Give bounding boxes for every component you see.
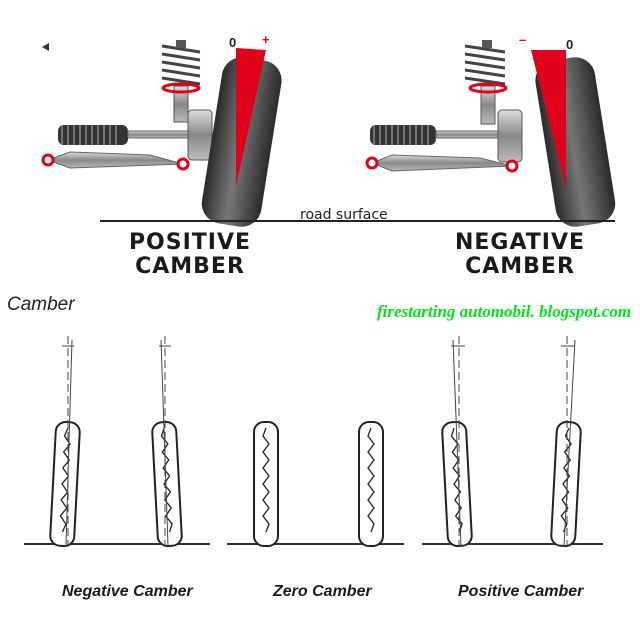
caption-positive-camber: Positive Camber [458,583,584,600]
arm-bushing-left [41,153,55,167]
cv-boot [370,125,436,145]
shock-mount-ring [161,82,201,94]
tire-positive-right [550,336,582,548]
hub-knuckle [497,109,523,163]
coil-spring [464,44,506,86]
road-surface-label: road surface [300,207,388,223]
spring-mount [176,40,186,48]
arm-bushing-left [365,156,379,170]
tire-negative-left [49,336,81,548]
lower-control-arm [370,154,513,172]
positive-camber-suspension [41,40,282,227]
coil-spring [161,44,201,86]
camber-angle-wedge-positive [236,48,266,186]
arm-bushing-right [176,157,190,171]
positive-label-line2: CAMBER [135,254,245,279]
section-title: Camber [7,294,75,315]
cv-boot [58,125,128,145]
shock-absorber [480,85,496,125]
negative-label-line1: NEGATIVE [454,230,586,255]
negative-camber-suspension [365,40,616,227]
tire-positive-left [441,336,473,548]
shock-absorber [173,85,189,123]
positive-label-line1: POSITIVE [128,230,252,255]
positive-camber-label: POSITIVE CAMBER [100,231,280,279]
tire-zero-right [358,421,384,547]
positive-sign-mark: + [262,32,270,47]
positive-zero-mark: 0 [229,35,237,50]
caption-negative-camber: Negative Camber [62,583,193,600]
corner-arrow-icon [42,43,49,51]
arm-bushing-right [505,159,519,173]
negative-zero-mark: 0 [566,37,574,52]
lower-control-arm [46,151,184,169]
negative-camber-label: NEGATIVE CAMBER [425,231,615,279]
caption-zero-camber: Zero Camber [273,583,372,600]
negative-sign-mark: – [519,32,527,47]
tire-negative-right [151,336,183,548]
shock-mount-ring [468,82,508,94]
watermark-link: firestarting automobil. blogspot.com [377,302,632,321]
negative-label-line2: CAMBER [465,254,575,279]
spring-mount [482,40,492,48]
camber-angle-wedge-negative [531,50,566,188]
tire-zero-left [253,421,279,547]
hub-knuckle [187,109,213,161]
